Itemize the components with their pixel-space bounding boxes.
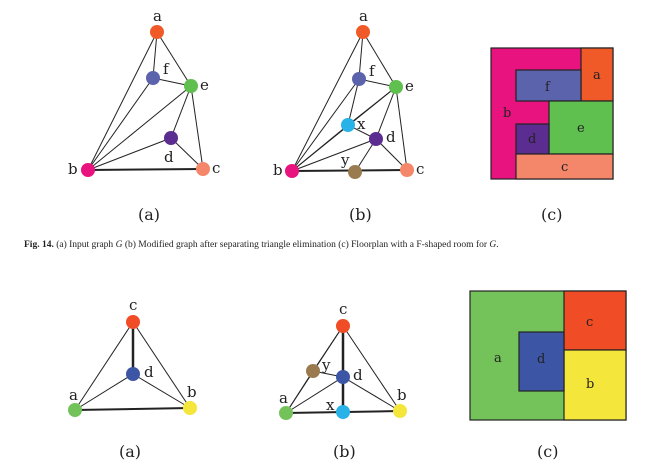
top-graph-a [87, 31, 204, 171]
bot-a-node-d [126, 367, 140, 381]
top-a-label-c: c [212, 159, 220, 177]
top-a-label-f: f [163, 60, 170, 78]
top-room-label-f: f [545, 80, 551, 95]
caption-part2: (b) Modified graph after separating tria… [122, 240, 490, 250]
top-a-label-b: b [68, 160, 78, 178]
bot-c-subcaption: (c) [537, 442, 558, 461]
bottom-graph-b [285, 325, 401, 414]
top-room-label-a: a [593, 68, 601, 83]
bot-room-label-b: b [586, 377, 594, 392]
top-b-node-f [352, 72, 366, 86]
bot-a-label-a: a [69, 386, 78, 404]
top-b-node-x [341, 118, 355, 132]
top-b-node-e [389, 80, 403, 94]
bot-b-label-y: y [321, 356, 331, 374]
top-b-label-e: e [405, 77, 414, 95]
top-room-e [548, 100, 614, 155]
bot-a-node-b [183, 401, 197, 415]
caption-part1: (a) Input graph [56, 240, 116, 250]
top-b-label-a: a [359, 7, 368, 25]
top-b-node-y [348, 165, 362, 179]
top-room-c [515, 153, 614, 180]
top-graph-b [291, 31, 408, 173]
bot-b-node-d [336, 370, 350, 384]
bot-room-c [563, 290, 627, 351]
bot-a-label-b: b [187, 383, 197, 401]
bot-b-label-c: c [339, 300, 347, 318]
bot-b-node-y [306, 364, 320, 378]
top-room-label-b: b [503, 106, 511, 121]
bot-room-label-d: d [537, 352, 545, 367]
top-room-label-e: e [577, 121, 585, 136]
caption-g1: G [115, 240, 123, 250]
top-a-node-e [184, 79, 198, 93]
bot-a-subcaption: (a) [119, 442, 141, 461]
bot-room-label-c: c [586, 315, 593, 330]
top-a-label-e: e [200, 76, 209, 94]
bot-b-node-b [393, 404, 407, 418]
bottom-floorplan [469, 290, 627, 421]
top-b-label-d: d [386, 128, 396, 146]
caption-prefix: Fig. 14. [24, 240, 54, 250]
top-b-label-y: y [340, 151, 350, 169]
bot-a-node-c [126, 315, 140, 329]
top-a-node-d [164, 131, 178, 145]
top-b-label-c: c [416, 160, 424, 178]
bot-b-label-a: a [279, 389, 288, 407]
bot-a-node-a [68, 403, 82, 417]
top-floorplan [490, 47, 614, 180]
bottom-graph-a [74, 321, 191, 411]
caption-part3: . [496, 240, 499, 250]
top-room-d [515, 123, 550, 155]
top-b-subcaption: (b) [349, 205, 372, 224]
top-room-label-c: c [561, 160, 568, 175]
bot-b-node-x [336, 405, 350, 419]
top-a-node-a [150, 25, 164, 39]
top-b-node-d [369, 132, 383, 146]
bot-b-node-c [336, 319, 350, 333]
bot-a-label-d: d [144, 363, 154, 381]
top-a-subcaption: (a) [138, 205, 160, 224]
bot-b-subcaption: (b) [333, 442, 356, 461]
top-b-label-f: f [369, 62, 376, 80]
bot-a-label-c: c [129, 296, 137, 314]
bot-room-d [518, 331, 565, 392]
top-a-node-c [196, 162, 210, 176]
top-b-node-b [285, 164, 299, 178]
bot-room-b [563, 349, 627, 421]
top-c-subcaption: (c) [541, 205, 562, 224]
figure-caption: Fig. 14. (a) Input graph G (b) Modified … [24, 240, 664, 250]
top-b-label-b: b [273, 161, 283, 179]
caption-g2: G [489, 240, 497, 250]
top-a-label-d: d [164, 148, 174, 166]
top-a-label-a: a [153, 7, 162, 25]
top-a-node-f [146, 71, 160, 85]
bot-room-label-a: a [494, 351, 502, 366]
bot-b-label-x: x [326, 396, 335, 414]
top-b-node-a [356, 25, 370, 39]
top-b-label-x: x [357, 115, 366, 133]
top-a-node-b [81, 163, 95, 177]
top-room-f [515, 69, 582, 102]
top-b-node-c [400, 163, 414, 177]
bot-b-label-d: d [353, 366, 363, 384]
bot-b-label-b: b [397, 386, 407, 404]
top-room-label-d: d [528, 132, 536, 147]
bot-b-node-a [279, 406, 293, 420]
